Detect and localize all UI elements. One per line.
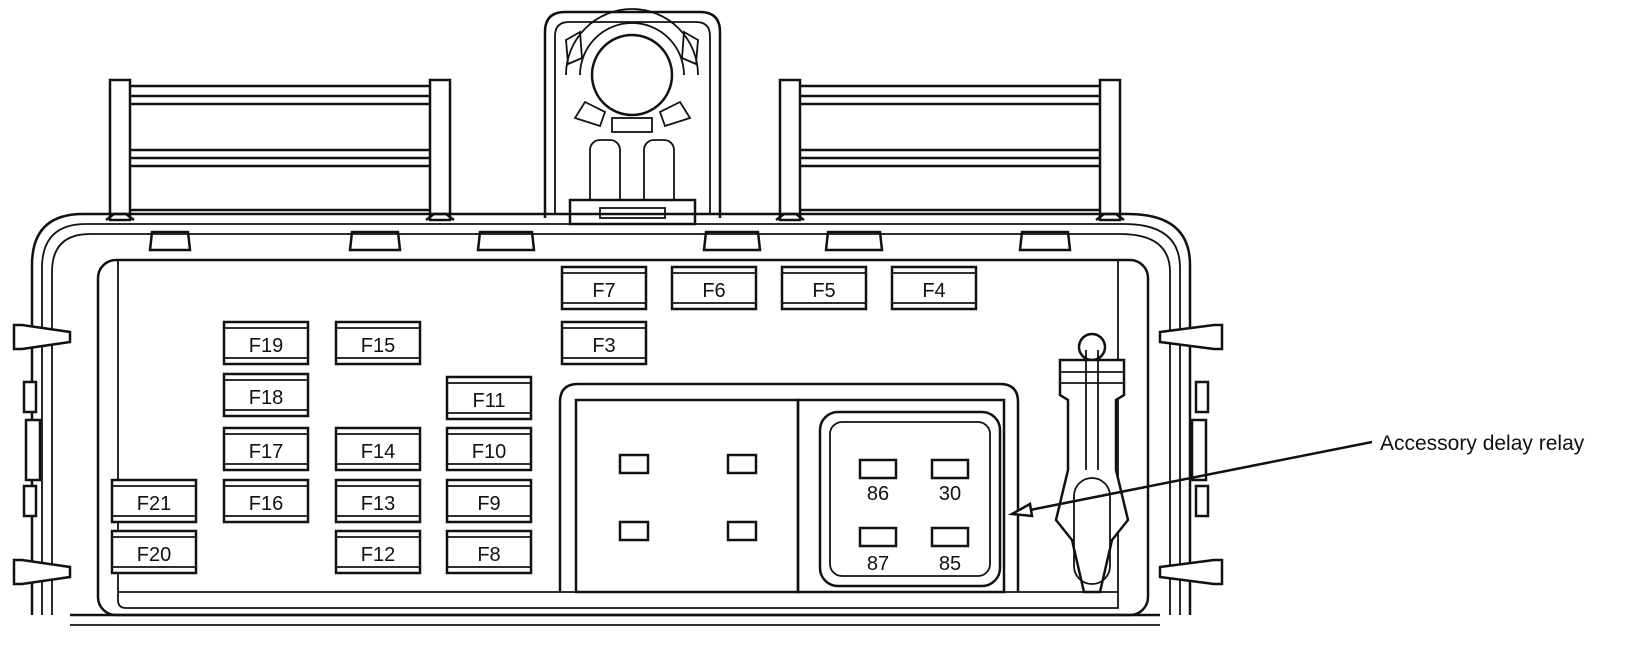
fuse-f4: F4: [890, 265, 978, 311]
relay-pin-30-label: 30: [939, 483, 961, 505]
fuse-f16: F16: [222, 478, 310, 524]
fuse-f10: F10: [445, 426, 533, 472]
fuse-label-f10: F10: [472, 441, 506, 463]
fuse-body: [445, 375, 533, 421]
relay-pin-87-slot: [858, 526, 898, 548]
fuse-label-f11: F11: [473, 390, 506, 412]
callout-leader-line: [1029, 440, 1373, 512]
fuse-f14: F14: [334, 426, 422, 472]
fuse-body: [445, 478, 533, 524]
fuse-f18: F18: [222, 372, 310, 418]
fuse-f3: F3: [560, 320, 648, 366]
fuse-body: [445, 529, 533, 575]
fuse-label-f3: F3: [592, 335, 615, 357]
relay-terminal-slot: [618, 520, 650, 542]
fuse-f20: F20: [110, 529, 198, 575]
relay-block: [558, 382, 1020, 594]
fuse-body: [560, 320, 648, 366]
fuse-f12: F12: [334, 529, 422, 575]
fuse-label-f17: F17: [249, 441, 283, 463]
left-top-bracket: [105, 78, 455, 222]
fuse-body: [445, 426, 533, 472]
housing-frame: [30, 212, 1192, 615]
callout-label: Accessory delay relay: [1380, 432, 1585, 455]
relay-pin-87-label: 87: [867, 553, 889, 575]
fuse-body: [890, 265, 978, 311]
fuse-body: [780, 265, 868, 311]
fuse-body: [334, 426, 422, 472]
left-side-clips: [12, 323, 72, 586]
fuse-f13: F13: [334, 478, 422, 524]
fuse-label-f8: F8: [477, 544, 500, 566]
inner-panel: [70, 258, 1160, 626]
right-side-clips: [1158, 323, 1224, 586]
fuse-f17: F17: [222, 426, 310, 472]
relay-pin-85-slot: [930, 526, 970, 548]
fuse-label-f15: F15: [361, 335, 395, 357]
relay-pin-86-slot: [858, 458, 898, 480]
fuse-body: [560, 265, 648, 311]
top-center-latch: [543, 8, 722, 226]
fuse-body: [222, 426, 310, 472]
fuse-body: [334, 478, 422, 524]
fuse-f19: F19: [222, 320, 310, 366]
relay-callout: Accessory delay relay: [1007, 432, 1585, 518]
fuse-label-f6: F6: [702, 280, 725, 302]
fuse-label-f12: F12: [361, 544, 395, 566]
fuse-label-f18: F18: [249, 387, 283, 409]
fuse-label-f20: F20: [137, 544, 171, 566]
fuse-body: [334, 320, 422, 366]
fuse-body: [222, 320, 310, 366]
right-top-bracket: [775, 78, 1125, 222]
fuse-body: [222, 372, 310, 418]
relay-pin-30-slot: [930, 458, 970, 480]
fuse-label-f14: F14: [361, 441, 395, 463]
fuse-f9: F9: [445, 478, 533, 524]
fuse-body: [222, 478, 310, 524]
fuse-body: [334, 529, 422, 575]
fuse-f6: F6: [670, 265, 758, 311]
relay-terminal-slot: [726, 520, 758, 542]
relay-terminal-slot: [726, 453, 758, 475]
accessory-delay-relay: 86 30 87 85: [818, 410, 1002, 588]
fuse-f15: F15: [334, 320, 422, 366]
fuse-label-f21: F21: [137, 493, 171, 515]
fuse-f7: F7: [560, 265, 648, 311]
fuse-body: [110, 529, 198, 575]
callout-arrowhead: [1007, 502, 1034, 518]
fuse-label-f9: F9: [477, 493, 500, 515]
fuse-label-f5: F5: [812, 280, 835, 302]
fuse-label-f16: F16: [249, 493, 283, 515]
fuse-f11: F11: [445, 375, 533, 421]
fuse-label-f13: F13: [361, 493, 395, 515]
fuse-label-f19: F19: [249, 335, 283, 357]
relay-pin-86-label: 86: [867, 483, 889, 505]
fuse-body: [110, 478, 198, 524]
fuse-f8: F8: [445, 529, 533, 575]
fuse-label-f4: F4: [922, 280, 945, 302]
fuse-label-f7: F7: [592, 280, 615, 302]
fuse-body: [670, 265, 758, 311]
fuse-puller-tool: [1054, 332, 1130, 594]
fuse-f21: F21: [110, 478, 198, 524]
fuse-f5: F5: [780, 265, 868, 311]
relay-pin-85-label: 85: [939, 553, 961, 575]
relay-terminal-slot: [618, 453, 650, 475]
